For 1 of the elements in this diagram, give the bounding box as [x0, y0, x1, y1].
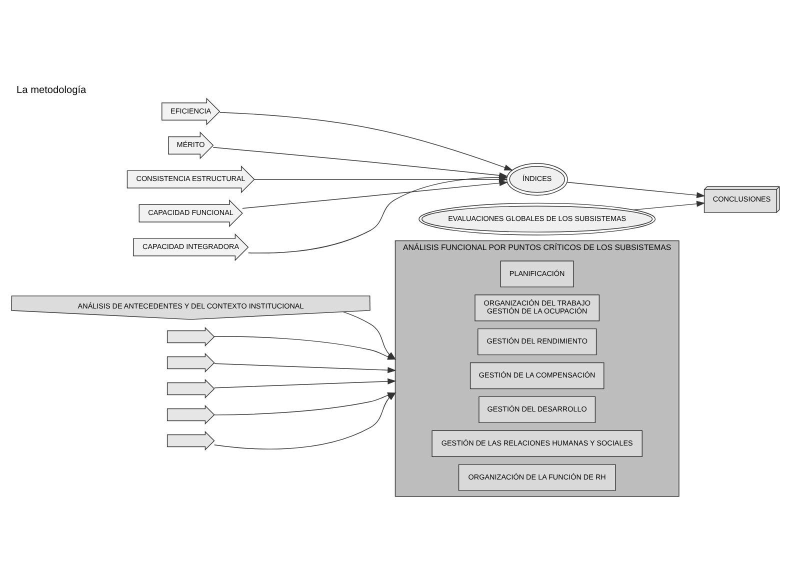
diagram-title: La metodología [16, 84, 86, 96]
